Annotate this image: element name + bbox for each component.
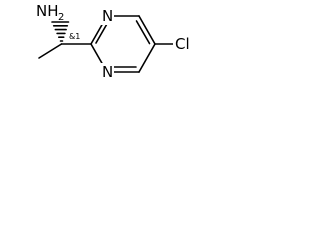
amine-label: NH: [36, 2, 59, 20]
chlorine-label: Cl: [175, 35, 190, 53]
ring-nitrogen-top: N: [102, 7, 113, 25]
methyl-bond: [38, 43, 63, 59]
ring-nitrogen-bottom: N: [102, 63, 113, 81]
chemical-structure: NH 2 &1 N N Cl: [34, 2, 195, 81]
hashed-wedge-bond: [51, 21, 70, 42]
amine-subscript: 2: [58, 12, 64, 23]
atom-labels: NH 2 &1 N N Cl: [34, 2, 195, 81]
stereo-label: &1: [69, 32, 80, 41]
